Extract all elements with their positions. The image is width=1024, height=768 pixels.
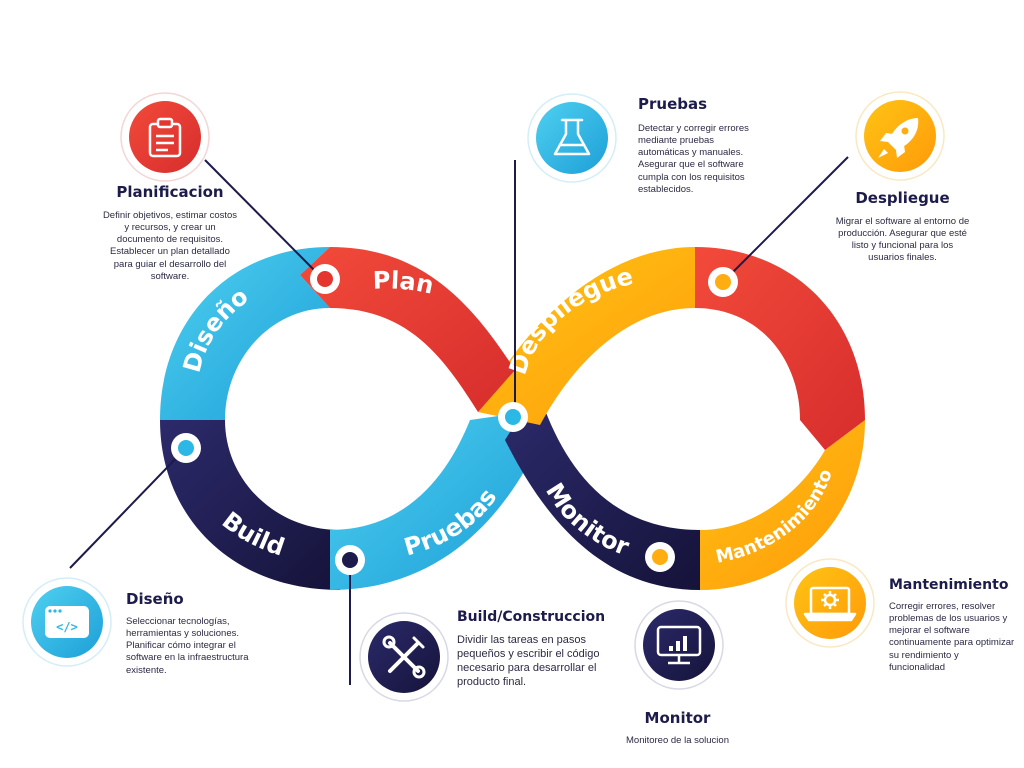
stage-planificacion: Planificacion Definir objetivos, estimar… [100,183,240,283]
tools-icon [382,635,426,679]
connector-planificacion [204,159,323,279]
svg-text:</>: </> [56,620,78,634]
stage-title: Monitor [644,709,711,727]
stage-monitor: Monitor Monitoreo de la solucion [600,709,755,747]
segment-plan [300,247,515,412]
badge-pruebas [527,93,617,183]
badge-build [359,612,449,702]
stage-build: Build/Construccion Dividir las tareas en… [457,609,612,689]
stage-title: Despliegue [855,189,950,207]
badge-planificacion [120,92,210,182]
connector-lines [69,156,849,685]
segment-mantenimiento [670,420,865,590]
loop-markers [171,264,738,575]
stage-title: Pruebas [638,95,708,113]
flask-icon [553,118,591,156]
marker-despliegue-dot [715,274,731,290]
segment-monitor [505,400,700,590]
clipboard-icon [148,117,182,158]
connector-diseno [69,447,187,569]
segment-mant-red [695,247,865,450]
badge-monitor [634,600,724,690]
marker-monitor-dot [652,549,668,565]
laptop-gear-icon [803,586,857,622]
rocket-icon [878,118,919,158]
stage-description: Detectar y corregir errores mediante pru… [638,123,749,195]
marker-diseno-dot [178,440,194,456]
stage-pruebas: Pruebas Detectar y corregir errores medi… [638,95,763,196]
stage-title: Diseño [126,590,184,608]
stage-title: Planificacion [116,183,224,201]
stage-description: Migrar el software al entorno de producc… [835,216,970,264]
marker-pruebas-dot [505,409,521,425]
stage-title: Mantenimiento [889,577,1009,593]
badge-mantenimiento [785,558,875,648]
marker-plan-dot [317,271,333,287]
stage-description: Seleccionar tecnologías, herramientas y … [126,616,249,676]
connector-despliegue [722,156,849,283]
segment-pruebas [330,415,525,590]
marker-build-dot [342,552,358,568]
stage-description: Monitoreo de la solucion [626,735,729,746]
stage-title: Build/Construccion [457,609,606,625]
stage-diseno: Diseño Seleccionar tecnologías, herramie… [126,590,256,677]
stage-mantenimiento: Mantenimiento Corregir errores, resolver… [889,577,1017,674]
stage-despliegue: Despliegue Migrar el software al entorno… [835,189,970,265]
segment-diseno [160,247,330,420]
stage-description: Corregir errores, resolver problemas de … [889,601,1015,673]
badge-despliegue [855,91,945,181]
segment-build [160,420,340,590]
segment-despliegue [478,247,730,425]
loop-label-plan: Plan [372,266,436,299]
stage-description: Dividir las tareas en pasos pequeños y e… [457,634,600,689]
badge-diseno: </> [22,577,112,667]
stage-description: Definir objetivos, estimar costos y recu… [102,210,238,282]
code-window-icon: </> [45,606,89,638]
monitor-chart-icon [656,625,702,665]
